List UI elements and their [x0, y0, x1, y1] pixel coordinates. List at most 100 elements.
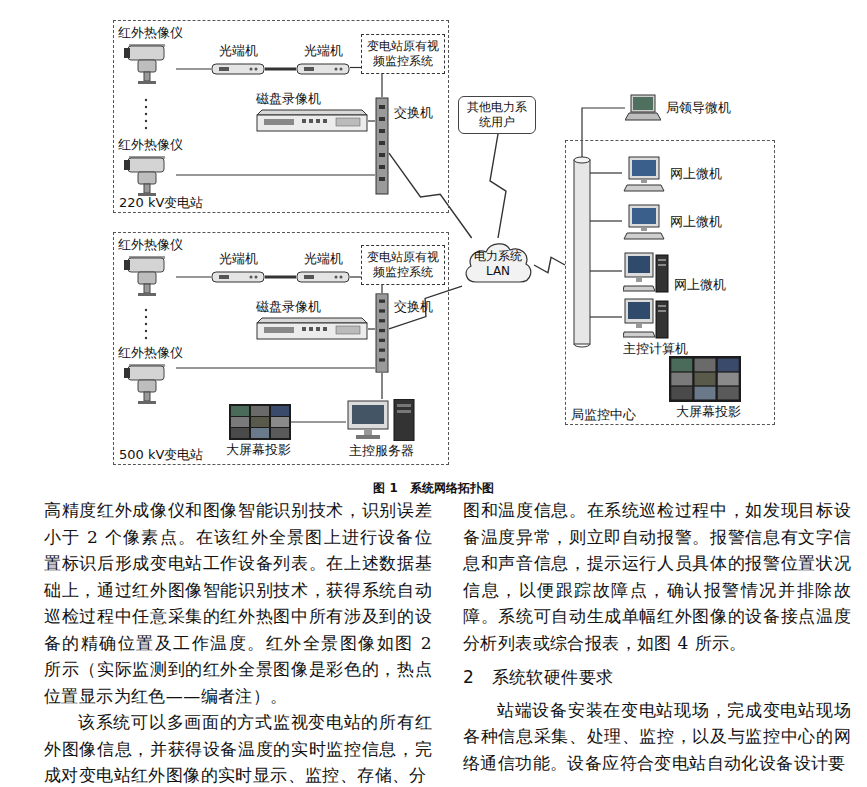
control-center-region: 局监控中心网上微机网上微机网上微机主控计算机大屏幕投影 — [565, 140, 775, 425]
disk-recorder: 磁盘录像机 — [256, 299, 368, 341]
screen-icon-part — [671, 387, 692, 400]
tower-icon-part — [656, 301, 668, 338]
ofc-icon-part — [304, 67, 314, 71]
network-link — [389, 153, 472, 238]
cam-icon-part — [124, 160, 130, 170]
network-pc: 网上微机 — [623, 251, 726, 293]
cable-link — [176, 69, 211, 70]
ofc-icon-part — [250, 68, 253, 71]
video-system-box: 变电站原有视频监控系统 — [361, 34, 445, 74]
switch-icon-part — [379, 177, 385, 181]
dot — [145, 337, 147, 339]
connector-line — [350, 67, 361, 68]
tower-icon-part — [625, 253, 653, 277]
node-label: 500 kV变电站 — [119, 447, 203, 463]
dot — [145, 106, 147, 108]
node-label: 网上微机 — [670, 166, 722, 182]
dot — [145, 113, 147, 115]
node-label: 交换机 — [394, 299, 433, 315]
tower-icon-part — [628, 256, 650, 273]
screen-icon-part — [251, 417, 269, 427]
switch-icon — [375, 293, 389, 373]
cam-icon-part — [144, 284, 150, 293]
switch-icon-part — [379, 105, 385, 109]
bus-link — [590, 270, 622, 271]
cam-icon-part — [138, 81, 156, 84]
optical-transceiver: 光端机 — [296, 251, 350, 285]
ofc-icon-part — [340, 68, 343, 71]
dvr-icon-part — [302, 119, 306, 123]
server-icon-part — [356, 435, 380, 439]
cable-link — [382, 74, 383, 97]
pc-icon-part — [641, 179, 647, 183]
node-label: 电力系统 LAN — [472, 249, 524, 279]
tower-icon-part — [623, 286, 655, 291]
cam-icon-part — [144, 184, 150, 193]
projection-screen: 大屏幕投影 — [669, 356, 741, 420]
screen-icon-part — [231, 428, 249, 438]
switch-icon-part — [379, 339, 385, 342]
laptop-icon-part — [625, 113, 661, 120]
cable-link — [368, 121, 375, 122]
screen-icon-part — [671, 373, 692, 386]
leader-laptop: 局领导微机 — [625, 94, 731, 122]
text-column: 高精度红外成像仪和图像智能识别技术，识别误差小于 2 个像素点。在该红外全景图上… — [44, 497, 432, 787]
screen-icon-part — [231, 417, 249, 427]
node-label: 主控计算机 — [623, 341, 688, 357]
cam-icon-part — [138, 60, 156, 72]
node-label: 光端机 — [304, 43, 343, 59]
projection-screen: 大屏幕投影 — [226, 404, 291, 458]
node-label: 大屏幕投影 — [226, 442, 291, 458]
ofc-icon — [211, 269, 265, 285]
optical-transceiver: 光端机 — [211, 43, 265, 77]
connector-line — [490, 134, 506, 238]
ofc-icon-part — [250, 276, 253, 279]
cable-link — [291, 422, 346, 423]
switch-icon-part — [379, 319, 385, 322]
cable-link — [350, 67, 361, 68]
ofc-icon-part — [212, 272, 264, 282]
ofc-icon-part — [304, 275, 314, 279]
node-label: 网上微机 — [674, 277, 726, 293]
video-system-box: 变电站原有视频监控系统 — [361, 245, 445, 285]
dvr-icon-part — [309, 119, 313, 123]
dvr-icon-part — [309, 327, 313, 331]
cam-icon-part — [124, 368, 130, 378]
laptop-icon-part — [631, 95, 655, 112]
section-heading: 2 系统软硬件要求 — [463, 664, 851, 691]
connector-line — [176, 174, 375, 175]
pc-icon-part — [629, 157, 659, 179]
dvr-icon — [256, 317, 368, 341]
screen-icon-part — [695, 387, 716, 400]
laptop-icon-part — [633, 97, 653, 110]
cable-link — [368, 329, 375, 330]
screen-icon-part — [271, 428, 289, 438]
ir-camera: 红外热像仪 — [118, 137, 183, 197]
dvr-icon-part — [316, 327, 320, 331]
cam-icon-part — [128, 366, 164, 380]
screen-icon-part — [718, 359, 739, 372]
ir-camera: 红外热像仪 — [118, 237, 183, 297]
dot — [145, 330, 147, 332]
screen-icon-part — [718, 373, 739, 386]
text-column: 图和温度信息。在系统巡检过程中，如发现目标设备温度异常，则立即自动报警。报警信息… — [463, 497, 851, 776]
connector-line — [176, 68, 211, 69]
screen-icon-part — [695, 373, 716, 386]
dvr-icon-part — [257, 318, 367, 323]
tower-icon-part — [623, 332, 655, 337]
server-icon-part — [348, 401, 388, 429]
body-paragraph: 站端设备安装在变电站现场，完成变电站现场各种信息采集、处理、监控，以及与监控中心… — [463, 697, 851, 777]
network-link — [490, 134, 506, 238]
tower-icon-part — [625, 299, 653, 323]
ofc-icon-part — [255, 68, 258, 71]
connector-line — [176, 276, 211, 277]
tower-icon-part — [658, 310, 666, 312]
dvr-icon-part — [257, 110, 367, 115]
ofc-icon-part — [335, 276, 338, 279]
node-label: 红外热像仪 — [118, 25, 183, 41]
pc-icon-part — [632, 208, 656, 224]
cam-icon — [118, 43, 176, 85]
dot — [145, 99, 147, 101]
dot — [145, 120, 147, 122]
